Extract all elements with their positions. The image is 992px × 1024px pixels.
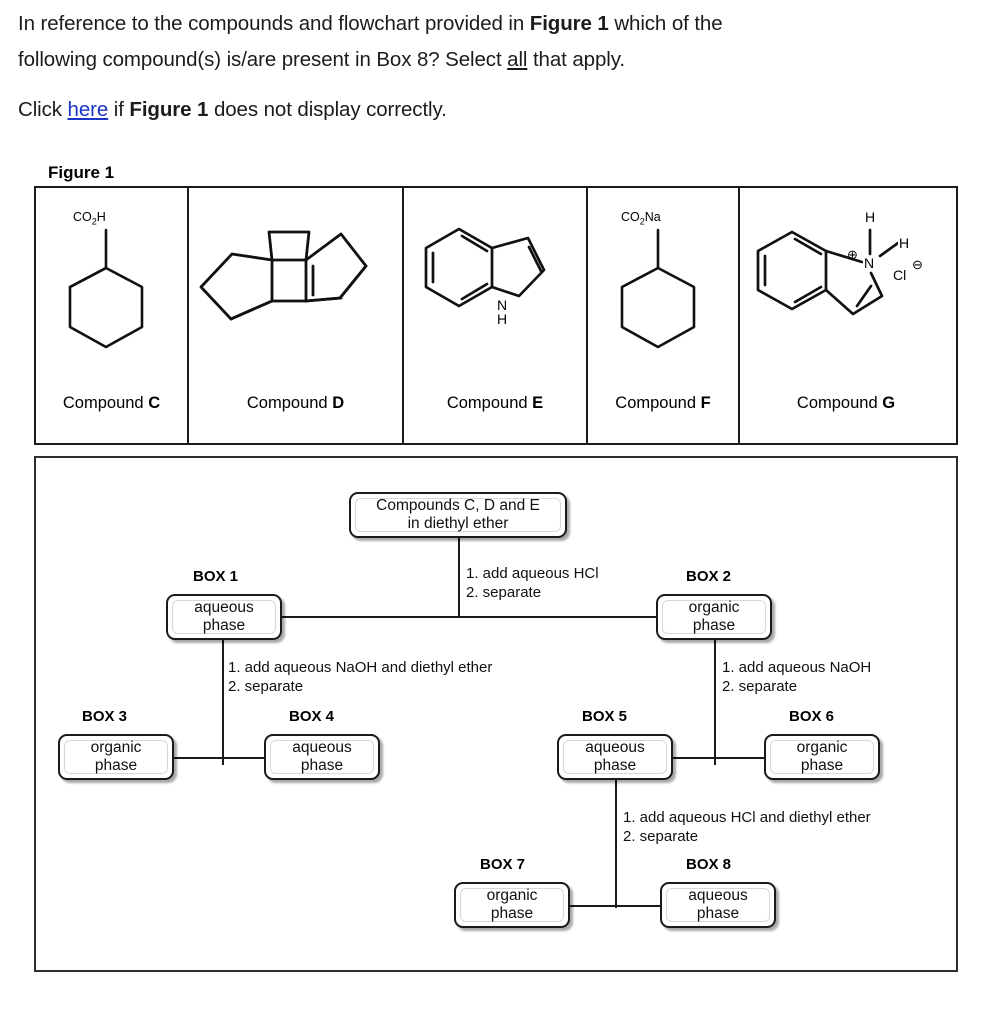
- skeletal-structure-E: [424, 227, 546, 308]
- connector-box1-down: [222, 640, 224, 765]
- flow-node-start-label: Compounds C, D and E in diethyl ether: [355, 497, 561, 532]
- compound-label-D: Compound D: [246, 394, 345, 412]
- flow-node-box-2: organic phase: [656, 594, 772, 640]
- question-line-1: In reference to the compounds and flowch…: [18, 6, 958, 42]
- question-text-part-4: that apply.: [527, 48, 625, 71]
- figure-fallback-line: Click here if Figure 1 does not display …: [18, 92, 958, 128]
- connector-box5-box6: [673, 757, 764, 759]
- question-text-part-2: which of the: [608, 12, 723, 35]
- connector-box7-box8: [570, 905, 660, 907]
- step-label-add-naoh-ether: 1. add aqueous NaOH and diethyl ether 2.…: [228, 659, 493, 695]
- flow-node-box-5: aqueous phase: [557, 734, 673, 780]
- structure-compound-F: CO2Na: [588, 188, 738, 392]
- figure-ref-bold-2: Figure 1: [129, 98, 209, 121]
- skeletal-structure-C: [68, 228, 144, 349]
- flow-node-box-4: aqueous phase: [264, 734, 380, 780]
- box-title-4: BOX 4: [289, 708, 335, 725]
- skeletal-structure-D: [199, 230, 368, 321]
- question-text-part-1: In reference to the compounds and flowch…: [18, 12, 530, 35]
- box-title-7: BOX 7: [480, 856, 526, 873]
- box-title-8: BOX 8: [686, 856, 732, 873]
- question-text-part-3: following compound(s) is/are present in …: [18, 48, 508, 71]
- box-title-1: BOX 1: [193, 568, 239, 585]
- structure-compound-C: CO2H: [36, 188, 187, 392]
- atom-label-H-E: H: [496, 311, 509, 327]
- atom-label-Cl-G: Cl: [892, 267, 908, 283]
- compound-label-E: Compound E: [446, 394, 544, 412]
- question-emphasis-all: all: [507, 48, 528, 71]
- atom-label-N-E: N: [496, 297, 509, 313]
- formula-co2na: CO2Na: [621, 210, 661, 227]
- step-label-add-naoh: 1. add aqueous NaOH 2. separate: [722, 659, 872, 695]
- box-title-5: BOX 5: [582, 708, 628, 725]
- atom-label-H-right-G: H: [898, 235, 911, 251]
- compound-cell-C: CO2H Compound C: [36, 188, 189, 443]
- connector-box3-box4: [174, 757, 264, 759]
- skeletal-structure-F: [620, 228, 696, 349]
- connector-box5-down: [615, 780, 617, 908]
- compound-cell-F: CO2Na Compound F: [588, 188, 740, 443]
- figure-ref-bold-1: Figure 1: [529, 12, 609, 35]
- charge-positive-G: ⊕: [847, 247, 858, 262]
- here-link[interactable]: here: [67, 98, 109, 121]
- skeletal-structure-G: [756, 228, 900, 316]
- structure-compound-E: N H: [404, 188, 586, 392]
- flow-node-box-1: aqueous phase: [166, 594, 282, 640]
- compound-label-F: Compound F: [615, 394, 711, 412]
- atom-label-N-G: N: [863, 255, 876, 271]
- flow-node-box-1-label: aqueous phase: [172, 599, 276, 634]
- compound-label-G: Compound G: [796, 394, 896, 412]
- compound-cell-D: Compound D: [189, 188, 404, 443]
- flow-node-box-7-label: organic phase: [460, 887, 564, 922]
- box-title-3: BOX 3: [82, 708, 128, 725]
- flow-node-box-2-label: organic phase: [662, 599, 766, 634]
- flow-node-start: Compounds C, D and E in diethyl ether: [349, 492, 567, 538]
- flow-node-box-8: aqueous phase: [660, 882, 776, 928]
- question-block: In reference to the compounds and flowch…: [18, 6, 958, 128]
- structure-compound-G: H H N ⊕ Cl ⊖: [740, 188, 952, 392]
- flow-node-box-7: organic phase: [454, 882, 570, 928]
- question-line-2: following compound(s) is/are present in …: [18, 42, 958, 78]
- flow-node-box-6: organic phase: [764, 734, 880, 780]
- click-text-if: if: [108, 98, 130, 121]
- compound-table: CO2H Compound C: [34, 186, 958, 445]
- click-text-suffix: does not display correctly.: [208, 98, 447, 121]
- compound-cell-E: N H Compound E: [404, 188, 588, 443]
- flow-node-box-5-label: aqueous phase: [563, 739, 667, 774]
- click-text-prefix: Click: [18, 98, 68, 121]
- figure-caption: Figure 1: [48, 163, 115, 182]
- flow-node-box-3-label: organic phase: [64, 739, 168, 774]
- flowchart-container: Compounds C, D and E in diethyl ether 1.…: [34, 456, 958, 972]
- connector-box2-down: [714, 640, 716, 765]
- flow-node-box-6-label: organic phase: [770, 739, 874, 774]
- formula-co2h: CO2H: [73, 210, 106, 227]
- connector-box1-box2: [282, 616, 656, 618]
- box-title-6: BOX 6: [789, 708, 835, 725]
- compound-label-C: Compound C: [62, 394, 161, 412]
- charge-negative-G: ⊖: [912, 257, 923, 272]
- flow-node-box-4-label: aqueous phase: [270, 739, 374, 774]
- box-title-2: BOX 2: [686, 568, 732, 585]
- compound-cell-G: H H N ⊕ Cl ⊖: [740, 188, 952, 443]
- step-label-add-hcl: 1. add aqueous HCl 2. separate: [466, 565, 599, 601]
- step-label-add-hcl-ether: 1. add aqueous HCl and diethyl ether 2. …: [623, 809, 871, 845]
- structure-compound-D: [189, 188, 402, 392]
- flow-node-box-3: organic phase: [58, 734, 174, 780]
- flow-node-box-8-label: aqueous phase: [666, 887, 770, 922]
- connector-start-to-bus: [458, 538, 460, 616]
- atom-label-H-top-G: H: [864, 209, 877, 225]
